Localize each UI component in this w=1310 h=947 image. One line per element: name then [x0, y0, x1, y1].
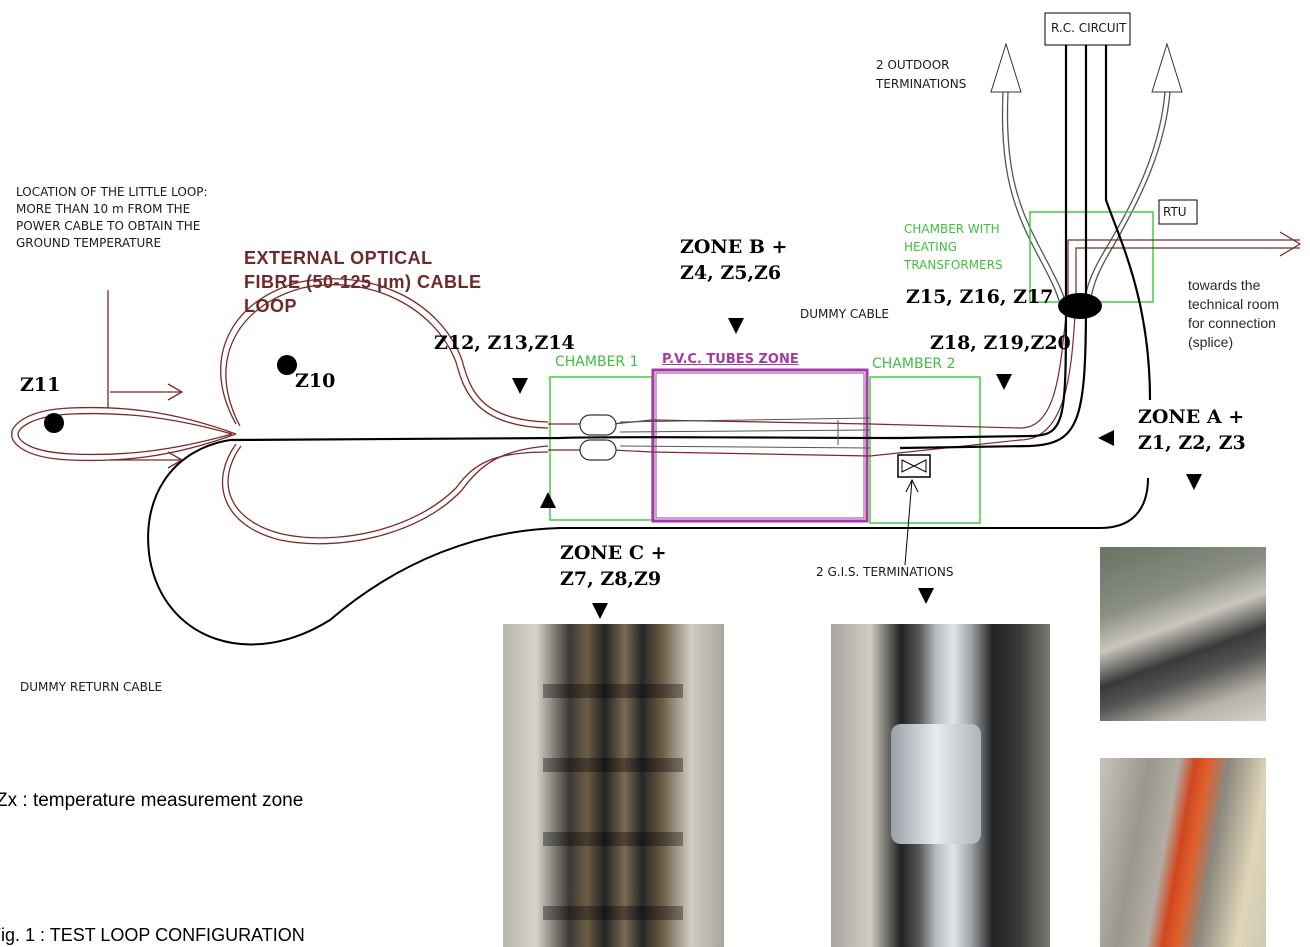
zone-z11-label: Z11 [20, 374, 60, 396]
gis-termination-photo [831, 624, 1050, 947]
zone-a-label-1: ZONE A + [1138, 406, 1244, 428]
z10-marker-icon [277, 355, 297, 375]
dummy-return-label: DUMMY RETURN CABLE [20, 680, 162, 695]
fibre-arrows [108, 290, 182, 468]
towards-label-4: (splice) [1188, 333, 1233, 351]
splice-1-icon [580, 415, 616, 435]
location-note-2: MORE THAN 10 m FROM THE [16, 202, 190, 217]
chamber-heating-label-3: TRANSFORMERS [904, 258, 1003, 273]
outdoor-terminations-label-1: 2 OUTDOOR [876, 58, 949, 73]
trench-photo-1 [1100, 547, 1266, 721]
rc-circuit-label: R.C. CIRCUIT [1051, 21, 1126, 36]
trench-photo-2 [1100, 758, 1266, 947]
chamber-2-label: CHAMBER 2 [872, 356, 956, 372]
location-note-1: LOCATION OF THE LITTLE LOOP: [16, 185, 208, 200]
pvc-zone-label: P.V.C. TUBES ZONE [662, 352, 799, 367]
chamber-heating-label-2: HEATING [904, 240, 957, 255]
outdoor-termination-right-icon [1152, 44, 1182, 92]
z15-marker-icon [1058, 293, 1102, 319]
external-fibre-label-3: LOOP [244, 295, 297, 317]
z18-marker-icon [996, 374, 1012, 390]
splice-2-icon [580, 440, 616, 460]
zone-b-label-1: ZONE B + [680, 236, 787, 258]
zone-c-label-1: ZONE C + [560, 542, 667, 564]
zone-a-down-marker-icon [1186, 474, 1202, 490]
z12-marker-icon [512, 378, 528, 394]
chamber-1-label: CHAMBER 1 [555, 354, 639, 370]
zone-z12-label: Z12, Z13,Z14 [434, 332, 575, 354]
outdoor-termination-left-icon [991, 44, 1021, 92]
external-fibre-label-2: FIBRE (50-125 μm) CABLE [244, 271, 482, 293]
gis-terminations-label: 2 G.I.S. TERMINATIONS [816, 565, 953, 580]
gis-down-marker-icon [918, 588, 934, 604]
rtu-label: RTU [1163, 205, 1187, 220]
chamber-heating-label-1: CHAMBER WITH [904, 222, 1000, 237]
external-fibre-label-1: EXTERNAL OPTICAL [244, 247, 433, 269]
z11-marker-icon [44, 413, 64, 433]
zone-b-marker-icon [728, 318, 744, 334]
zone-c-marker-icon [540, 492, 556, 508]
zone-a-marker-icon [1098, 430, 1114, 446]
location-note-4: GROUND TEMPERATURE [16, 236, 161, 251]
towards-label-1: towards the [1188, 276, 1260, 294]
zone-b-label-2: Z4, Z5,Z6 [680, 262, 781, 284]
towards-label-2: technical room [1188, 295, 1279, 313]
pvc-zone-box [653, 370, 867, 521]
zone-a-label-2: Z1, Z2, Z3 [1138, 432, 1246, 454]
zone-c-down-marker-icon [592, 603, 608, 619]
zone-z18-label: Z18, Z19,Z20 [930, 332, 1071, 354]
chamber-photo-1 [503, 624, 724, 947]
dummy-cable-label: DUMMY CABLE [800, 307, 889, 322]
zone-z10-label: Z10 [295, 370, 335, 392]
figure-caption: Fig. 1 : TEST LOOP CONFIGURATION [0, 925, 305, 946]
outdoor-terminations-label-2: TERMINATIONS [876, 77, 966, 92]
towards-label-3: for connection [1188, 314, 1276, 332]
zone-z15-label: Z15, Z16, Z17 [906, 286, 1053, 308]
legend-text: Zx : temperature measurement zone [0, 790, 303, 812]
location-note-3: POWER CABLE TO OBTAIN THE [16, 219, 200, 234]
fibre-loop [12, 279, 548, 544]
zone-c-label-2: Z7, Z8,Z9 [560, 568, 661, 590]
